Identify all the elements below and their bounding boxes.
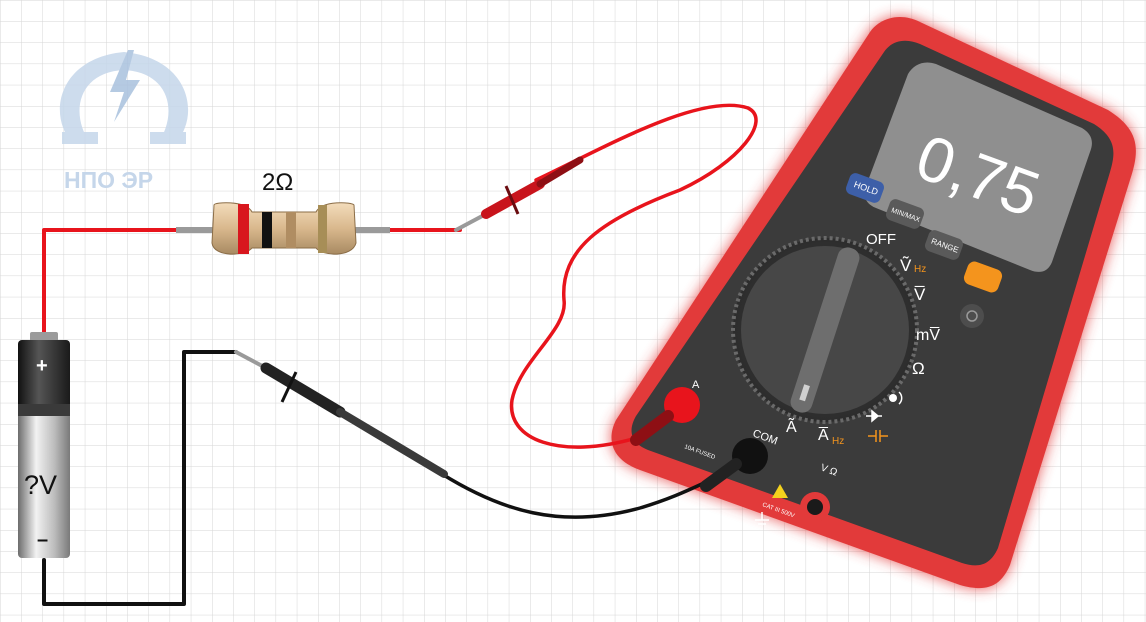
diode-icon: [866, 409, 882, 423]
black-test-lead: [440, 472, 722, 519]
battery-minus-sign: –: [37, 529, 48, 551]
orange-function-button[interactable]: [962, 260, 1004, 295]
dial-ohm-label: Ω: [912, 359, 925, 378]
ground-icon: [755, 512, 769, 525]
probe-tips: [234, 212, 488, 370]
dial-hz-label: Hz: [914, 264, 926, 275]
hold-button[interactable]: HOLD: [844, 172, 885, 205]
red-test-lead: [509, 103, 758, 449]
battery-plus-sign: +: [36, 355, 48, 377]
dial-aac-label: Ã: [786, 416, 797, 436]
black-probe[interactable]: [260, 362, 448, 478]
vohm-jack[interactable]: [800, 492, 830, 522]
backlight-button[interactable]: [960, 304, 984, 328]
dial-mv-label: mV̅: [916, 326, 940, 344]
resistor-leads: [176, 227, 390, 233]
capacitor-icon: [868, 430, 888, 442]
black-plug: [700, 458, 742, 492]
dial-adc-label: A̅: [818, 426, 829, 444]
battery-voltage-label: ?V: [24, 470, 57, 500]
dial-ahz-label: Hz: [832, 436, 844, 447]
range-button[interactable]: RANGE: [923, 229, 964, 262]
rotary-dial[interactable]: [731, 236, 919, 424]
warning-icon: [772, 484, 788, 498]
dial-vac-label: Ṽ: [900, 256, 912, 275]
minmax-button[interactable]: MIN/MAX: [884, 198, 925, 231]
continuity-icon: [889, 391, 903, 405]
logo-icon: [59, 50, 189, 144]
dial-vdc-label: V̅: [914, 285, 926, 304]
battery: [18, 332, 70, 558]
jack-a-label: A: [692, 379, 700, 391]
dial-off-label: OFF: [866, 231, 896, 248]
logo-text: НПО ЭР: [64, 167, 153, 193]
resistor-label: 2Ω: [262, 169, 293, 196]
red-probe[interactable]: [481, 156, 584, 219]
red-plug: [630, 410, 674, 446]
resistor: [211, 202, 357, 255]
